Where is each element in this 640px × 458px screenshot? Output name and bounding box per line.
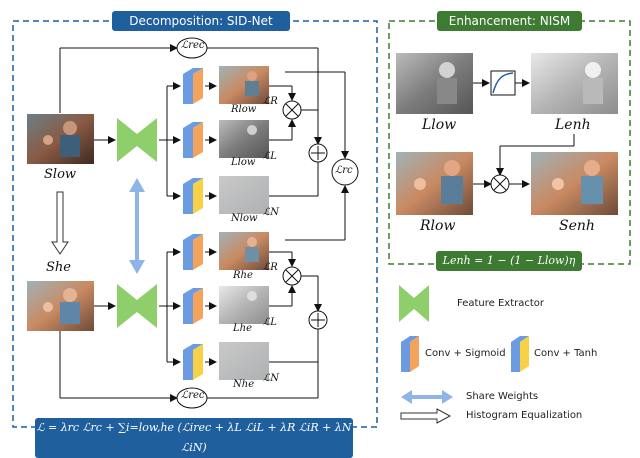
n-low-label: Nlow (231, 213, 258, 224)
s-low-label: Slow (44, 167, 77, 182)
n-he-image (219, 342, 269, 380)
enh-r-low-image (396, 152, 473, 215)
total-loss-formula: ℒ = λrc ℒrc + ∑i=low,he (ℒirec + λL ℒiL … (35, 418, 353, 458)
decomposition-title: Decomposition: SID-Net (112, 11, 290, 31)
enh-l-enh-image (531, 53, 618, 114)
conv-tanh-block-n-low (183, 178, 203, 214)
enh-l-low-label: Llow (422, 117, 457, 133)
loss-l-he-label: ℒL (263, 317, 277, 328)
n-he-label: Nhe (233, 379, 255, 390)
l-low-label: Llow (231, 157, 256, 168)
enh-l-enh-label: Lenh (555, 117, 591, 133)
enh-r-low-label: Rlow (420, 218, 456, 234)
circle-plus-icon (308, 143, 328, 163)
loss-rec-top-node (176, 37, 208, 59)
l-he-image (219, 286, 269, 324)
top-branch-connectors (59, 44, 349, 200)
l-he-label: Lhe (233, 323, 252, 334)
conv-sigmoid-block-l-low (183, 122, 203, 158)
enh-l-low-image (396, 53, 473, 114)
loss-r-low-label: ℒR (263, 96, 278, 107)
n-low-image (219, 176, 269, 214)
loss-n-he-label: ℒN (263, 373, 279, 384)
legend-conv-tanh-icon (511, 336, 529, 372)
loss-n-low-label: ℒN (263, 207, 279, 218)
s-he-image (27, 281, 94, 331)
bottom-branch-connectors (59, 185, 349, 402)
legend-conv-sigmoid-label: Conv + Sigmoid (425, 348, 506, 359)
r-he-image (219, 232, 269, 270)
enh-s-enh-label: Senh (559, 218, 595, 234)
histogram-equalization-arrow (51, 191, 69, 255)
share-weights-arrow (129, 178, 145, 274)
feature-extractor-top (117, 118, 157, 162)
conv-tanh-block-n-he (183, 344, 203, 380)
loss-rec-bottom-node (176, 387, 208, 409)
r-he-label: Rhe (233, 270, 253, 281)
s-he-label: She (46, 260, 71, 275)
loss-rc-node (331, 158, 359, 186)
loss-l-low-label: ℒL (263, 151, 277, 162)
legend-share-weights-label: Share Weights (466, 391, 539, 402)
enhancement-title: Enhancement: NISM (437, 11, 582, 31)
r-low-image (219, 66, 269, 104)
loss-rec-bottom-label: ℒrec (181, 390, 205, 401)
legend-feature-extractor-icon (399, 285, 429, 322)
legend-histogram-eq-label: Histogram Equalization (466, 410, 583, 421)
legend-share-weights-icon (401, 390, 453, 404)
circle-plus-icon (308, 310, 328, 330)
l-low-image (219, 120, 269, 158)
legend-feature-extractor-label: Feature Extractor (457, 298, 545, 309)
loss-rc-label: ℒrc (335, 165, 353, 176)
feature-extractor-bottom (117, 284, 157, 328)
curve-formula: Lenh = 1 − (1 − Llow)η (436, 251, 582, 271)
enh-s-enh-image (531, 152, 618, 215)
legend-conv-tanh-label: Conv + Tanh (534, 348, 598, 359)
circle-times-icon (282, 266, 302, 286)
conv-sigmoid-block-r-low (183, 68, 203, 104)
circle-times-icon (282, 100, 302, 120)
conv-sigmoid-block-l-he (183, 288, 203, 324)
legend-histogram-eq-icon (400, 408, 452, 424)
loss-rec-top-label: ℒrec (181, 40, 205, 51)
enhancement-connectors (473, 79, 575, 188)
tone-curve-icon (490, 70, 516, 96)
loss-r-he-label: ℒR (263, 262, 278, 273)
conv-sigmoid-block-r-he (183, 234, 203, 270)
legend-conv-sigmoid-icon (401, 336, 419, 372)
r-low-label: Rlow (231, 104, 257, 115)
circle-times-icon (490, 174, 510, 194)
s-low-image (27, 114, 94, 164)
